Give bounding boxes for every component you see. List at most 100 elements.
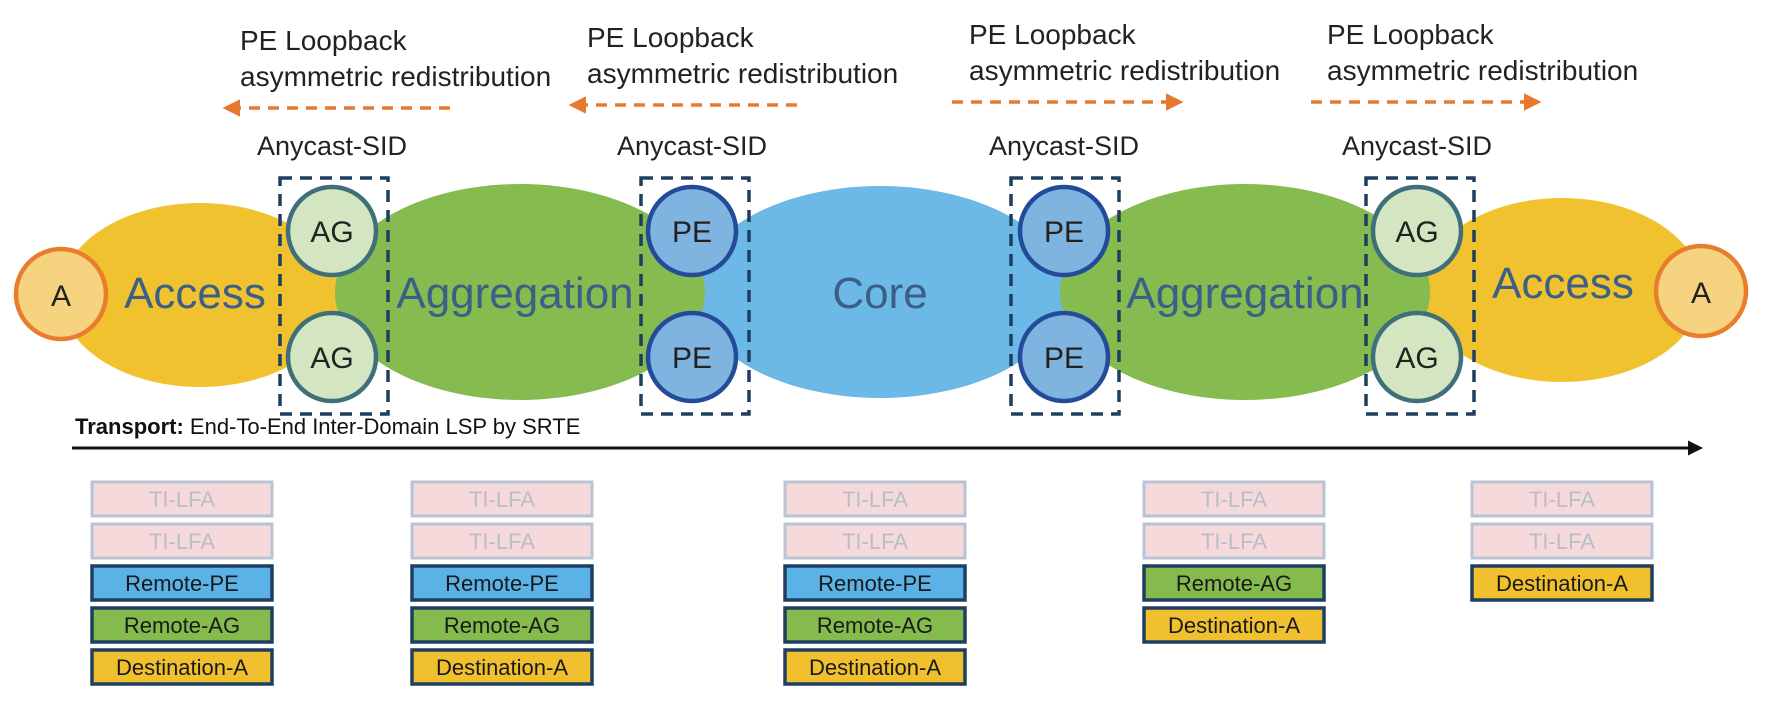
segment-label-remote-pe: Remote-PE xyxy=(410,564,594,602)
segment-label-text: TI-LFA xyxy=(149,529,215,554)
segment-label-ti-lfa: TI-LFA xyxy=(90,522,274,560)
ag-node-label: AG xyxy=(310,342,353,375)
redistribution-caption-3: PE Loopback asymmetric redistribution xyxy=(969,19,1280,86)
segment-label-text: TI-LFA xyxy=(1201,487,1267,512)
anycast-sid-group-left-pe xyxy=(639,176,751,416)
endpoint-node-right[interactable]: A xyxy=(1653,243,1749,339)
anycast-sid-label: Anycast-SID xyxy=(989,131,1139,161)
ag-node[interactable]: AG xyxy=(1370,184,1464,278)
segment-label-ti-lfa: TI-LFA xyxy=(1470,480,1654,518)
segment-label-text: TI-LFA xyxy=(1529,487,1595,512)
segment-label-text: Destination-A xyxy=(116,655,248,680)
segment-label-ti-lfa: TI-LFA xyxy=(1142,522,1326,560)
transport-description: End-To-End Inter-Domain LSP by SRTE xyxy=(184,414,581,439)
label-stack-3: TI-LFA TI-LFA Remote-PE Remote-AG Destinatio… xyxy=(783,480,967,686)
segment-label-ti-lfa: TI-LFA xyxy=(1470,522,1654,560)
segment-label-text: Remote-PE xyxy=(818,571,932,596)
segment-label-destination-a: Destination-A xyxy=(410,648,594,686)
segment-label-remote-ag: Remote-AG xyxy=(90,606,274,644)
segment-label-text: Remote-PE xyxy=(125,571,239,596)
core-label: Core xyxy=(832,269,927,318)
redistribution-caption-1: PE Loopback asymmetric redistribution xyxy=(240,25,551,92)
segment-label-ti-lfa: TI-LFA xyxy=(410,522,594,560)
label-stack-4: TI-LFA TI-LFA Remote-AG Destination-A xyxy=(1142,480,1326,644)
redistribution-title: PE Loopback xyxy=(1327,19,1495,50)
redistribution-caption-2: PE Loopback asymmetric redistribution xyxy=(587,22,898,89)
segment-label-text: Remote-AG xyxy=(444,613,560,638)
pe-node[interactable]: PE xyxy=(1017,310,1111,404)
core-domain xyxy=(695,186,1065,398)
segment-label-remote-ag: Remote-AG xyxy=(1142,564,1326,602)
aggregation-label: Aggregation xyxy=(1126,269,1363,318)
label-stack-2: TI-LFA TI-LFA Remote-PE Remote-AG Destinatio… xyxy=(410,480,594,686)
segment-label-text: TI-LFA xyxy=(842,487,908,512)
pe-node-label: PE xyxy=(672,342,712,375)
anycast-sid-group-right-ag xyxy=(1364,176,1476,416)
ag-node[interactable]: AG xyxy=(285,184,379,278)
pe-node[interactable]: PE xyxy=(645,310,739,404)
segment-label-destination-a: Destination-A xyxy=(90,648,274,686)
anycast-sid-label: Anycast-SID xyxy=(617,131,767,161)
anycast-sid-group-left-ag xyxy=(278,176,390,416)
segment-label-destination-a: Destination-A xyxy=(1142,606,1326,644)
endpoint-label: A xyxy=(1691,277,1711,310)
pe-node-label: PE xyxy=(672,216,712,249)
access-label: Access xyxy=(1492,259,1634,308)
anycast-sid-label: Anycast-SID xyxy=(1342,131,1492,161)
segment-label-text: Destination-A xyxy=(809,655,941,680)
redistribution-title: PE Loopback xyxy=(969,19,1137,50)
transport-caption: Transport: End-To-End Inter-Domain LSP b… xyxy=(75,414,580,439)
ag-node[interactable]: AG xyxy=(285,310,379,404)
segment-label-destination-a: Destination-A xyxy=(783,648,967,686)
segment-label-text: TI-LFA xyxy=(469,529,535,554)
segment-label-remote-pe: Remote-PE xyxy=(90,564,274,602)
segment-label-text: TI-LFA xyxy=(842,529,908,554)
segment-label-text: Destination-A xyxy=(1168,613,1300,638)
endpoint-node-left[interactable]: A xyxy=(13,246,109,342)
segment-label-remote-pe: Remote-PE xyxy=(783,564,967,602)
label-stack-1: TI-LFA TI-LFA Remote-PE Remote-AG Destinatio… xyxy=(90,480,274,686)
redistribution-arrows xyxy=(222,93,1542,117)
segment-label-ti-lfa: TI-LFA xyxy=(1142,480,1326,518)
segment-label-text: TI-LFA xyxy=(1529,529,1595,554)
segment-label-ti-lfa: TI-LFA xyxy=(90,480,274,518)
access-label: Access xyxy=(124,269,266,318)
ag-node-label: AG xyxy=(1395,216,1438,249)
label-stacks: TI-LFA TI-LFA Remote-PE Remote-AG Destinatio… xyxy=(90,480,1654,686)
pe-node-label: PE xyxy=(1044,216,1084,249)
redistribution-subtitle: asymmetric redistribution xyxy=(969,55,1280,86)
segment-label-text: TI-LFA xyxy=(149,487,215,512)
segment-label-remote-ag: Remote-AG xyxy=(783,606,967,644)
anycast-sid-label: Anycast-SID xyxy=(257,131,407,161)
segment-label-ti-lfa: TI-LFA xyxy=(410,480,594,518)
segment-label-text: Remote-AG xyxy=(817,613,933,638)
ag-node-label: AG xyxy=(310,216,353,249)
segment-label-text: TI-LFA xyxy=(469,487,535,512)
segment-label-text: Destination-A xyxy=(1496,571,1628,596)
pe-node-label: PE xyxy=(1044,342,1084,375)
transport-heading: Transport: xyxy=(75,414,184,439)
anycast-sid-group-right-pe xyxy=(1009,176,1121,416)
redistribution-subtitle: asymmetric redistribution xyxy=(1327,55,1638,86)
redistribution-subtitle: asymmetric redistribution xyxy=(240,61,551,92)
segment-label-text: Remote-AG xyxy=(124,613,240,638)
endpoint-label: A xyxy=(51,280,71,313)
pe-node[interactable]: PE xyxy=(1017,184,1111,278)
aggregation-domain-left xyxy=(335,184,705,400)
ag-node[interactable]: AG xyxy=(1370,310,1464,404)
redistribution-caption-4: PE Loopback asymmetric redistribution xyxy=(1327,19,1638,86)
label-stack-5: TI-LFA TI-LFA Destination-A xyxy=(1470,480,1654,602)
ag-node-label: AG xyxy=(1395,342,1438,375)
aggregation-domain-right xyxy=(1060,184,1430,400)
segment-label-text: TI-LFA xyxy=(1201,529,1267,554)
segment-label-text: Remote-AG xyxy=(1176,571,1292,596)
segment-label-text: Destination-A xyxy=(436,655,568,680)
access-domain-left xyxy=(60,203,340,387)
pe-node[interactable]: PE xyxy=(645,184,739,278)
redistribution-title: PE Loopback xyxy=(587,22,755,53)
access-domain-right xyxy=(1422,198,1702,382)
segment-label-ti-lfa: TI-LFA xyxy=(783,522,967,560)
segment-label-destination-a: Destination-A xyxy=(1470,564,1654,602)
aggregation-label: Aggregation xyxy=(396,269,633,318)
